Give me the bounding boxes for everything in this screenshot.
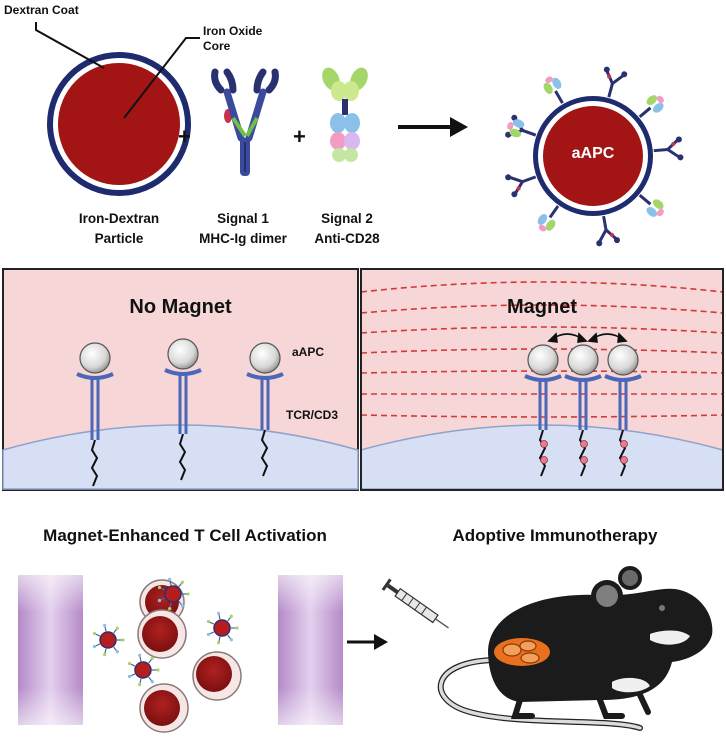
t-cell xyxy=(139,683,189,733)
small-aapc-bead xyxy=(157,577,190,611)
mhc-ig-icon xyxy=(505,114,537,138)
iron-oxide-core-label: Iron Oxide Core xyxy=(203,24,262,54)
injection-arrow xyxy=(347,634,388,650)
magnet-bar-right xyxy=(278,575,343,725)
no-magnet-receptors xyxy=(76,338,284,487)
plus-sign-2: + xyxy=(293,124,306,149)
tcr-receptor xyxy=(524,344,562,477)
iron-oxide-pointer xyxy=(123,37,200,119)
small-aapc-bead xyxy=(206,611,239,645)
signal2-label-line1: Signal 2 xyxy=(321,211,373,226)
no-magnet-title: No Magnet xyxy=(129,296,232,318)
mhc-ig-icon xyxy=(505,174,537,198)
mouse-icon xyxy=(437,566,713,731)
iron-dextran-particle xyxy=(47,52,191,196)
mhc-ig-icon xyxy=(653,136,684,161)
iron-dextran-particle-label: Iron-Dextran Particle xyxy=(58,209,180,249)
signal2-label-line2: Anti-CD28 xyxy=(314,231,380,246)
clustering-arrows xyxy=(547,332,628,343)
immunotherapy-title: Adoptive Immunotherapy xyxy=(452,526,658,545)
tcr-cd3-label: TCR/CD3 xyxy=(286,408,339,422)
mhc-ig-dimer-icon xyxy=(211,68,279,176)
signal1-label: Signal 1 MHC-Ig dimer xyxy=(186,209,300,249)
syringe-icon xyxy=(381,578,449,629)
particle-label-line2: Particle xyxy=(94,231,144,246)
mhc-ig-icon xyxy=(603,66,628,98)
iron-oxide-label-line2: Core xyxy=(203,39,231,53)
signal1-label-line2: MHC-Ig dimer xyxy=(199,231,287,246)
anti-cd28-icon-small xyxy=(638,95,664,118)
aapc-particle xyxy=(533,96,653,216)
mhc-ig-icon xyxy=(596,215,620,247)
dextran-coat-pointer xyxy=(35,22,105,69)
signal1-label-line1: Signal 1 xyxy=(217,211,269,226)
plus-sign-1: + xyxy=(178,124,191,149)
anti-cd28-icon-small xyxy=(638,194,664,217)
t-cell xyxy=(137,609,187,659)
particle-label-line1: Iron-Dextran xyxy=(78,211,160,226)
aapc-center-label: aAPC xyxy=(571,145,615,162)
signal2-label: Signal 2 Anti-CD28 xyxy=(300,209,394,249)
tcr-receptor xyxy=(564,344,602,477)
tcr-receptor xyxy=(604,344,642,477)
small-aapc-bead xyxy=(92,623,125,657)
anti-cd28-icon-small xyxy=(537,205,560,232)
magnet-bar-left xyxy=(18,575,83,725)
tcr-receptor xyxy=(164,338,202,481)
anti-cd28-icon-small xyxy=(543,76,564,104)
tcr-receptor xyxy=(76,342,114,487)
magnet-receptors xyxy=(524,344,642,477)
anti-cd28-icon-small xyxy=(507,119,537,138)
small-aapc-bead xyxy=(127,653,160,687)
t-cells xyxy=(137,579,242,733)
activation-title: Magnet-Enhanced T Cell Activation xyxy=(43,526,327,545)
assembly-arrow xyxy=(398,117,468,137)
magnet-title: Magnet xyxy=(507,296,577,318)
small-aapc-beads xyxy=(92,577,239,687)
t-cell xyxy=(192,651,242,701)
aapc-surface-antibodies xyxy=(505,66,684,247)
aapc-label: aAPC xyxy=(292,345,325,359)
anti-cd28-icon xyxy=(322,67,368,162)
tcr-receptor xyxy=(246,342,284,477)
iron-oxide-label-line1: Iron Oxide xyxy=(203,24,263,38)
dextran-coat-label: Dextran Coat xyxy=(4,3,79,17)
